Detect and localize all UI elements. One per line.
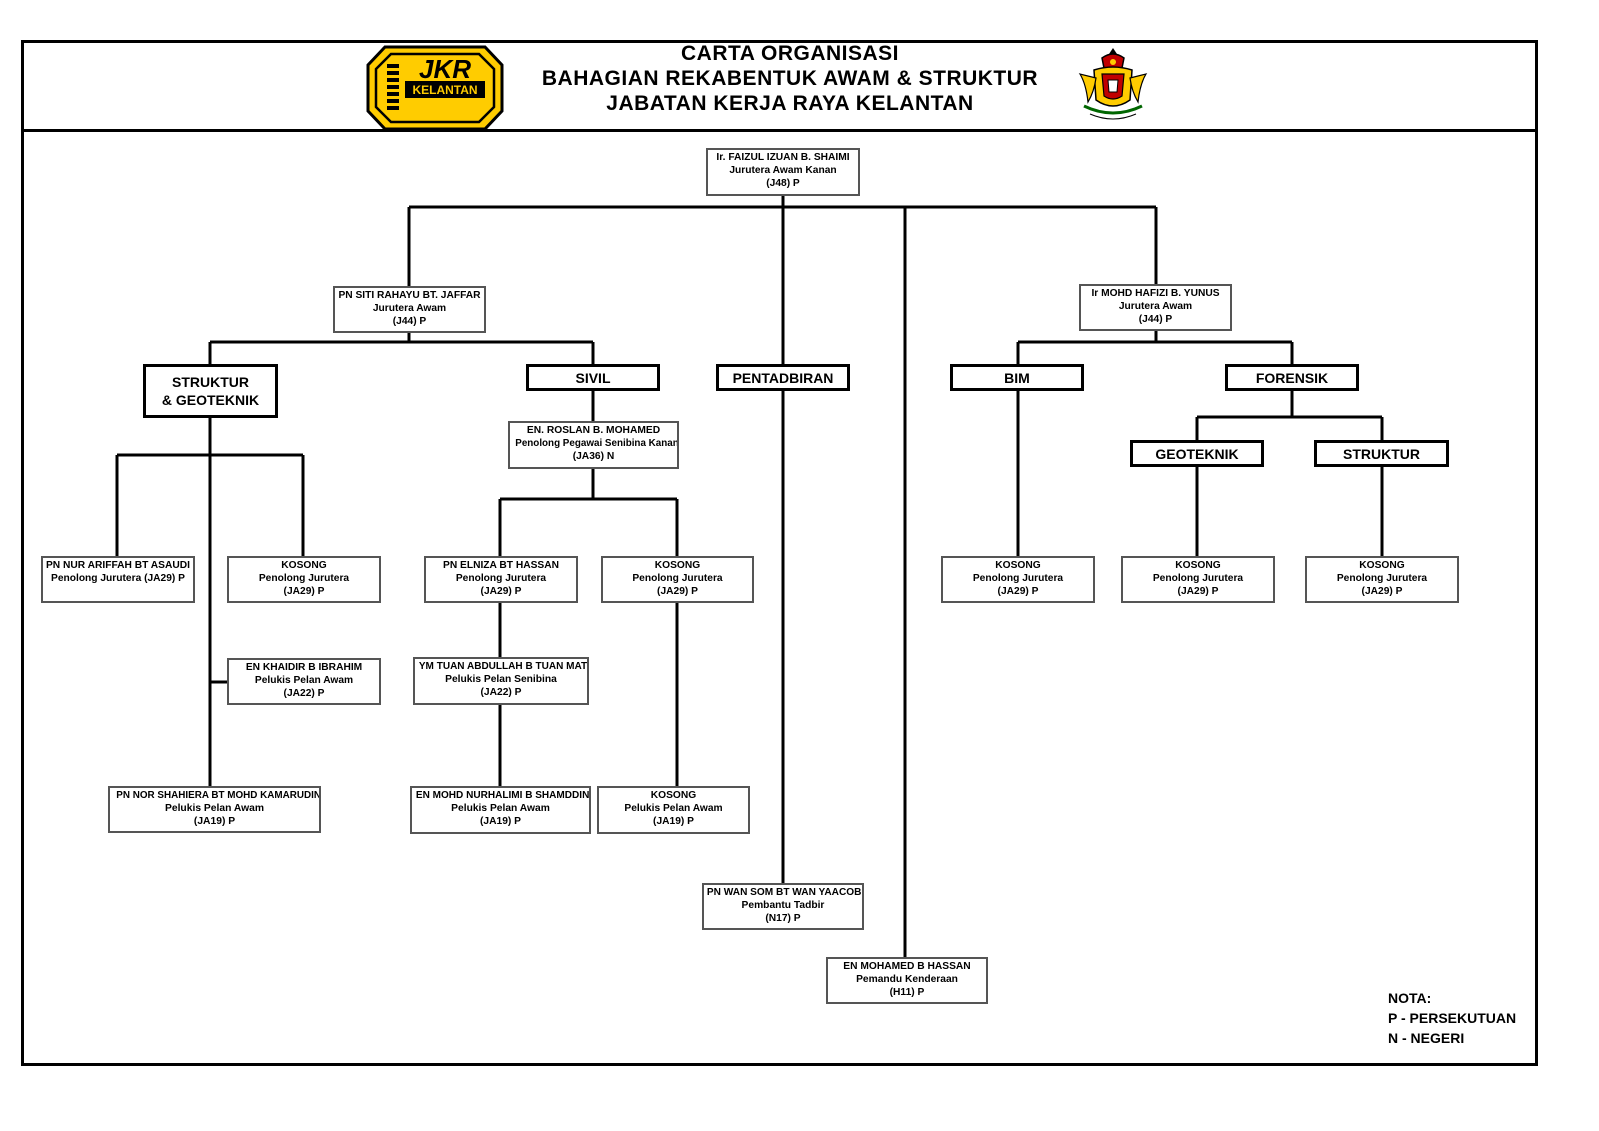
node-role: Jurutera Awam Kanan <box>729 164 837 176</box>
node-name: PN NOR SHAHIERA BT MOHD KAMARUDIN <box>116 789 321 801</box>
node-mohamed-hassan: EN MOHAMED B HASSAN Pemandu Kenderaan (H… <box>826 957 988 1004</box>
node-role: Jurutera Awam <box>1118 300 1193 312</box>
unit-bim: BIM <box>950 364 1084 391</box>
node-kosong-struktur: KOSONG Penolong Jurutera (JA29) P <box>227 556 381 603</box>
node-grade: (JA36) N <box>572 450 615 462</box>
node-role: Pembantu Tadbir <box>741 899 825 911</box>
node-siti-rahayu: PN SITI RAHAYU BT. JAFFAR Jurutera Awam … <box>333 286 486 333</box>
node-mohd-nurhalimi: EN MOHD NURHALIMI B SHAMDDIN Pelukis Pel… <box>410 786 591 834</box>
chart-title: CARTA ORGANISASI <box>681 42 899 65</box>
node-nor-shahiera: PN NOR SHAHIERA BT MOHD KAMARUDIN Peluki… <box>108 786 321 833</box>
node-role: Pelukis Pelan Awam <box>451 802 550 814</box>
node-grade: (J48) P <box>766 177 800 189</box>
note-p: P - PERSEKUTUAN <box>1388 1010 1517 1026</box>
node-name: KOSONG <box>1359 559 1405 571</box>
unit-sivil: SIVIL <box>526 364 660 391</box>
node-head-of-division: Ir. FAIZUL IZUAN B. SHAIMI Jurutera Awam… <box>706 148 860 196</box>
node-roslan: EN. ROSLAN B. MOHAMED Penolong Pegawai S… <box>508 421 679 469</box>
node-grade: (N17) P <box>765 912 801 924</box>
node-grade: (JA29) P <box>657 585 698 597</box>
node-grade: (JA29) P <box>283 585 325 597</box>
node-name: PN SITI RAHAYU BT. JAFFAR <box>338 289 481 301</box>
node-name: EN KHAIDIR B IBRAHIM <box>245 661 363 673</box>
node-name: Ir MOHD HAFIZI B. YUNUS <box>1091 287 1220 299</box>
node-role: Penolong Jurutera <box>1336 572 1428 584</box>
node-role: Pemandu Kenderaan <box>856 973 958 985</box>
node-grade: (JA19) P <box>479 815 522 827</box>
node-name: KOSONG <box>654 559 701 571</box>
node-name: YM TUAN ABDULLAH B TUAN MAT <box>418 660 588 672</box>
node-kosong-geoteknik: KOSONG Penolong Jurutera (JA29) P <box>1121 556 1275 603</box>
node-name: PN ELNIZA BT HASSAN <box>443 559 559 571</box>
node-grade: (JA22) P <box>480 686 522 698</box>
node-kosong-bim: KOSONG Penolong Jurutera (JA29) P <box>941 556 1095 603</box>
node-kosong-struktur-forensik: KOSONG Penolong Jurutera (JA29) P <box>1305 556 1459 603</box>
node-role: Penolong Jurutera <box>455 572 547 584</box>
node-grade: (J44) P <box>392 315 427 327</box>
node-role: Penolong Jurutera (JA29) P <box>50 572 185 584</box>
kelantan-crest-icon <box>1078 48 1148 120</box>
unit-forensik: FORENSIK <box>1225 364 1359 391</box>
node-role: Penolong Pegawai Senibina Kanan <box>515 437 679 449</box>
logo-text: JKR <box>419 54 471 84</box>
node-name: EN MOHAMED B HASSAN <box>843 960 971 972</box>
node-mohd-hafizi: Ir MOHD HAFIZI B. YUNUS Jurutera Awam (J… <box>1079 284 1232 331</box>
node-khaidir: EN KHAIDIR B IBRAHIM Pelukis Pelan Awam … <box>227 658 381 705</box>
jkr-logo-icon: JKR KELANTAN <box>366 45 504 131</box>
legend-note: NOTA: P - PERSEKUTUAN N - NEGERI <box>1388 988 1516 1048</box>
node-name: EN. ROSLAN B. MOHAMED <box>526 424 661 436</box>
unit-label: & GEOTEKNIK <box>161 392 260 408</box>
unit-geoteknik: GEOTEKNIK <box>1130 440 1264 467</box>
chart-frame <box>21 40 1538 1066</box>
node-role: Pelukis Pelan Senibina <box>445 673 557 685</box>
node-tuan-abdullah: YM TUAN ABDULLAH B TUAN MAT Pelukis Pela… <box>413 657 589 705</box>
node-elniza: PN ELNIZA BT HASSAN Penolong Jurutera (J… <box>424 556 578 603</box>
node-name: Ir. FAIZUL IZUAN B. SHAIMI <box>716 151 850 163</box>
node-grade: (JA22) P <box>283 687 325 699</box>
node-name: KOSONG <box>1175 559 1221 571</box>
node-name: KOSONG <box>281 559 327 571</box>
unit-struktur: STRUKTUR <box>1314 440 1449 467</box>
node-grade: (J44) P <box>1138 313 1173 325</box>
node-grade: (JA29) P <box>1177 585 1219 597</box>
node-grade: (JA29) P <box>997 585 1039 597</box>
node-grade: (JA19) P <box>653 815 694 827</box>
node-grade: (JA29) P <box>1361 585 1403 597</box>
node-grade: (JA19) P <box>193 815 236 827</box>
node-name: EN MOHD NURHALIMI B SHAMDDIN <box>415 789 590 801</box>
node-name: PN NUR ARIFFAH BT ASAUDI <box>45 559 190 571</box>
node-kosong-pelukis: KOSONG Pelukis Pelan Awam (JA19) P <box>597 786 750 834</box>
node-grade: (JA29) P <box>480 585 522 597</box>
unit-struktur-geoteknik: STRUKTUR & GEOTEKNIK <box>143 364 278 418</box>
node-kosong-sivil: KOSONG Penolong Jurutera (JA29) P <box>601 556 754 603</box>
node-nur-ariffah: PN NUR ARIFFAH BT ASAUDI Penolong Jurute… <box>41 556 195 603</box>
node-role: Pelukis Pelan Awam <box>164 802 265 814</box>
node-name: KOSONG <box>995 559 1041 571</box>
logo-subtext: KELANTAN <box>412 83 477 97</box>
node-wan-som: PN WAN SOM BT WAN YAACOB Pembantu Tadbir… <box>702 883 864 930</box>
node-role: Penolong Jurutera <box>258 572 350 584</box>
note-n: N - NEGERI <box>1388 1030 1465 1046</box>
node-role: Jurutera Awam <box>372 302 447 314</box>
unit-pentadbiran: PENTADBIRAN <box>716 364 850 391</box>
node-role: Pelukis Pelan Awam <box>624 802 723 814</box>
node-name: PN WAN SOM BT WAN YAACOB <box>706 886 862 898</box>
node-role: Penolong Jurutera <box>632 572 723 584</box>
node-grade: (H11) P <box>889 986 925 998</box>
node-name: KOSONG <box>650 789 697 801</box>
node-role: Penolong Jurutera <box>972 572 1064 584</box>
unit-label: STRUKTUR <box>172 374 249 390</box>
node-role: Pelukis Pelan Awam <box>254 674 354 686</box>
chart-subtitle-division: BAHAGIAN REKABENTUK AWAM & STRUKTUR <box>541 67 1039 90</box>
node-role: Penolong Jurutera <box>1152 572 1244 584</box>
chart-subtitle-department: JABATAN KERJA RAYA KELANTAN <box>606 92 974 115</box>
note-title: NOTA: <box>1388 990 1432 1006</box>
header-divider <box>21 129 1538 132</box>
